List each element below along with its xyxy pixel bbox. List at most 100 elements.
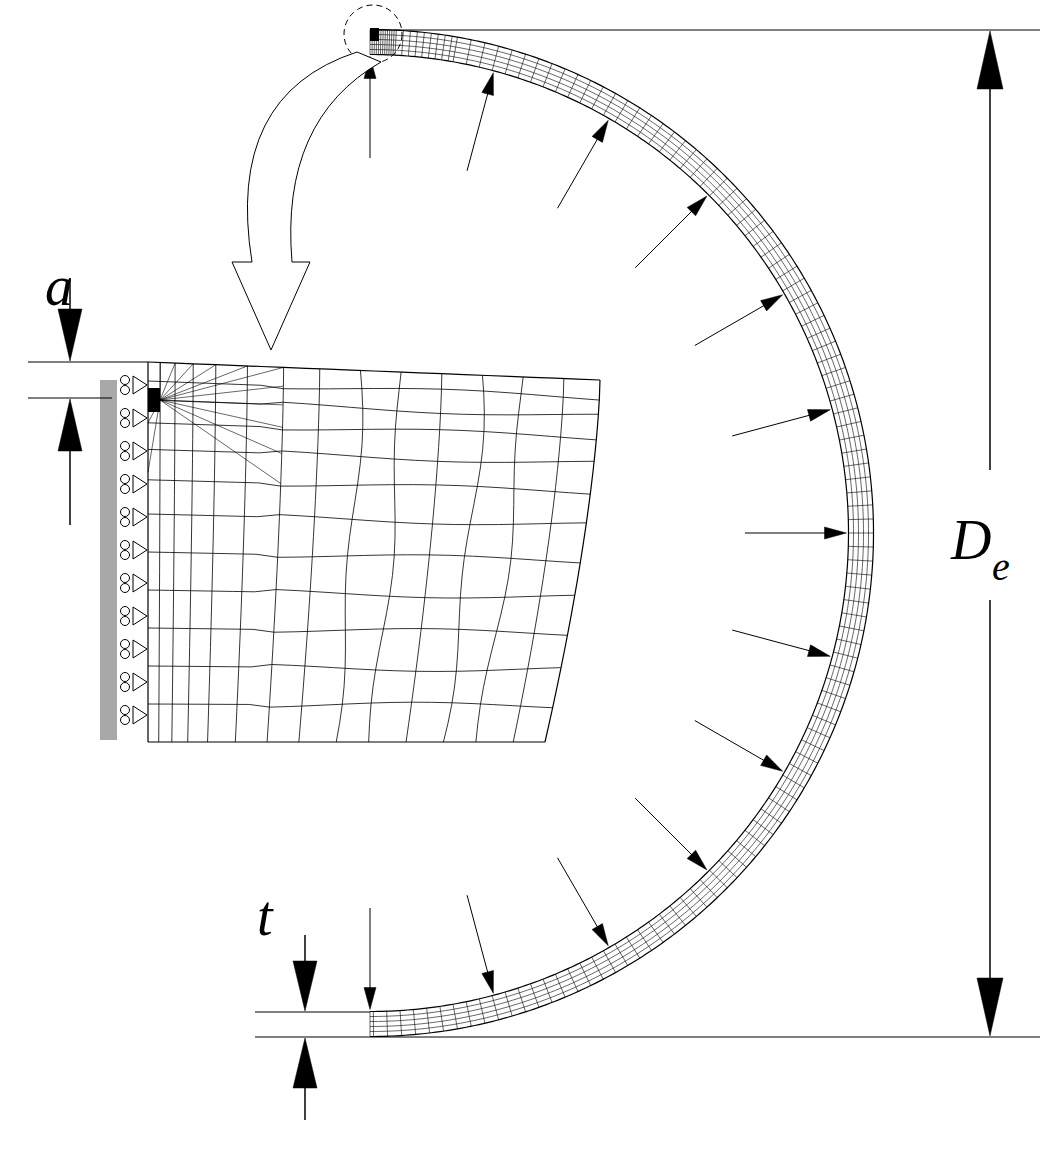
ring-element-edge <box>440 1006 444 1031</box>
dimension-arrow <box>69 449 71 525</box>
pressure-arrow-head <box>364 988 376 1010</box>
ring-element-edge <box>422 32 425 57</box>
ring-element-edge <box>373 1011 374 1036</box>
pressure-arrow <box>695 721 766 762</box>
roller <box>121 508 130 517</box>
ring-element-edge <box>659 914 674 934</box>
ring-element-edge <box>848 518 873 520</box>
dimension-arrow-head <box>977 31 1003 89</box>
detail-mesh <box>148 362 600 742</box>
ring-element-edge <box>833 652 857 658</box>
detail-element-edge <box>148 590 574 598</box>
extension-line <box>28 362 148 363</box>
ring-element-edge <box>626 937 639 958</box>
ring-element-edge <box>531 59 539 83</box>
ring-element-edge <box>670 906 686 925</box>
pressure-arrow <box>370 908 371 990</box>
ring-element-edge <box>842 449 867 453</box>
ring-element-edge <box>435 34 438 59</box>
roller-support <box>133 640 147 658</box>
ring-element-edge <box>615 101 628 122</box>
roller <box>121 541 130 550</box>
ring-element-edge <box>413 1010 415 1035</box>
roller-support <box>133 574 147 592</box>
ring-element-edge <box>769 798 790 812</box>
ring-element-edge <box>822 690 846 698</box>
detail-element-edge <box>148 552 581 563</box>
ring-element-edge <box>568 969 578 992</box>
detail-element-edge <box>160 363 175 400</box>
dimension-arrow-head <box>293 1038 317 1088</box>
detail-element-edge <box>299 369 320 742</box>
ring-element-edge <box>492 996 498 1020</box>
ring-element-edge <box>638 930 652 951</box>
ring-element-edge <box>789 764 811 776</box>
ring-element-edge <box>442 35 446 60</box>
roller <box>121 419 130 428</box>
roller-support <box>133 541 147 559</box>
ring-element-edge <box>700 880 717 898</box>
roller <box>121 452 130 461</box>
roller <box>121 574 130 583</box>
roller-support <box>133 409 147 427</box>
ring-element-edge <box>453 1004 457 1029</box>
detail-element-edge <box>267 367 284 742</box>
detail-element-edge <box>148 423 596 440</box>
roller <box>121 607 130 616</box>
ring-element-edge <box>649 922 664 942</box>
ring-element-edge <box>776 787 797 800</box>
ring-element-edge <box>844 600 869 603</box>
roller-support <box>133 706 147 724</box>
detail-element-edge <box>160 400 281 484</box>
ring-element-edge <box>690 159 707 178</box>
ring-element-edge <box>710 870 728 888</box>
extension-line <box>28 398 112 399</box>
ring-element-edge <box>719 861 737 878</box>
dimension-arrow-head <box>293 961 317 1011</box>
roller-support <box>133 376 147 394</box>
ring-element-edge <box>839 626 864 631</box>
ring-element-edge <box>789 290 811 302</box>
roller-support <box>133 475 147 493</box>
dimension-arrow-head <box>977 978 1003 1036</box>
ring-element-edge <box>690 889 707 908</box>
ring-element-edge <box>393 30 394 55</box>
roller <box>121 673 130 682</box>
ring-element-edge <box>568 74 578 97</box>
pressure-arrow <box>745 533 827 534</box>
ring-element-edge <box>830 394 854 401</box>
roller <box>121 584 130 593</box>
pressure-arrow <box>467 895 488 974</box>
roller-support <box>133 508 147 526</box>
ring-element-edge <box>848 546 873 548</box>
dimension-label: D <box>950 512 992 568</box>
ring-element-edge <box>833 408 857 414</box>
pressure-arrow <box>467 92 488 171</box>
ring-element-edge <box>626 108 639 129</box>
detail-element-edge <box>148 628 568 635</box>
ring-element-edge <box>737 841 756 857</box>
pressure-arrow-head <box>761 295 783 311</box>
ring-element-edge <box>719 188 737 205</box>
ring-element-edge <box>395 30 396 55</box>
roller <box>121 518 130 527</box>
extension-line <box>370 30 1040 31</box>
pressure-arrow-head <box>825 527 847 539</box>
ring-element-edge <box>543 64 552 87</box>
ring-element-edge <box>753 231 773 246</box>
dimension-arrow-head <box>58 399 82 451</box>
pressure-arrow-head <box>807 410 830 422</box>
dimension-arrow-head <box>58 309 82 361</box>
roller <box>121 442 130 451</box>
roller <box>121 386 130 395</box>
pressure-arrow-head <box>592 924 608 946</box>
dimension-arrow <box>989 600 991 980</box>
pressure-arrow-head <box>761 755 783 771</box>
ring-element-edge <box>680 150 696 169</box>
ring-element-edge <box>505 50 512 74</box>
symmetry-wall <box>100 380 117 740</box>
extension-line <box>255 1012 370 1013</box>
detail-element-edge <box>148 741 545 742</box>
pressure-arrow-head <box>482 970 494 993</box>
dimension-label: t <box>257 888 273 944</box>
